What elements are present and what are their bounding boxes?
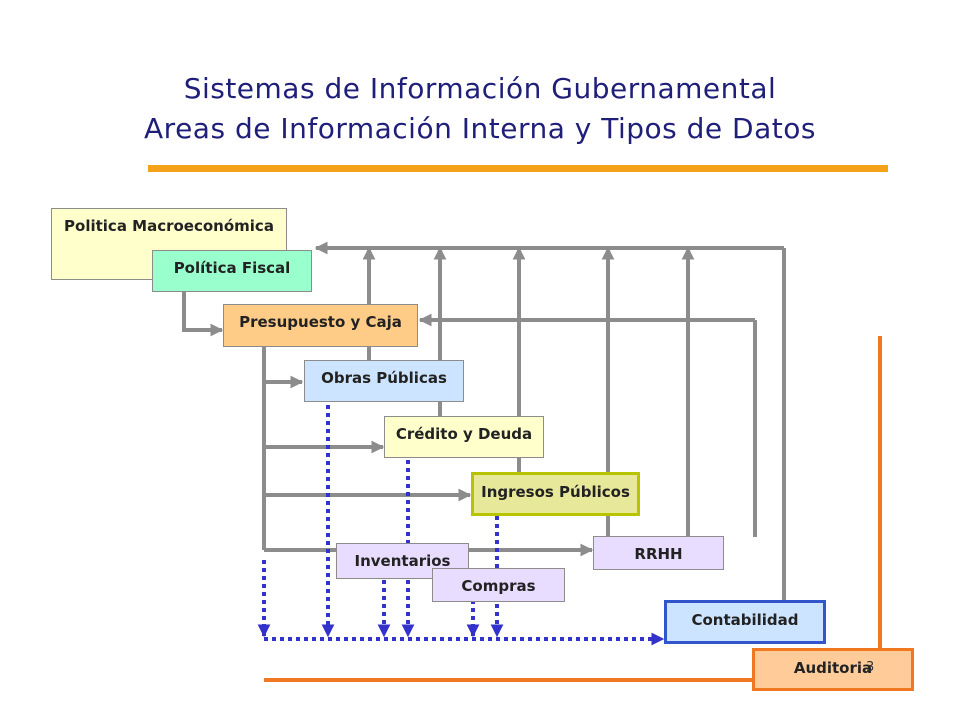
title-underline: [148, 165, 888, 172]
page-number: 3: [866, 660, 875, 675]
title-line-1: Sistemas de Información Gubernamental: [183, 72, 777, 105]
box-obras-publicas: Obras Públicas: [304, 360, 464, 402]
box-credito-y-deuda: Crédito y Deuda: [384, 416, 544, 458]
box-compras: Compras: [432, 568, 565, 602]
link-fiscal-to-presupuesto: [182, 290, 224, 337]
box-inventarios: Inventarios: [336, 543, 469, 579]
box-politica-fiscal: Política Fiscal: [152, 250, 312, 292]
box-contabilidad: Contabilidad: [664, 600, 826, 644]
box-ingresos-publicos: Ingresos Públicos: [471, 472, 640, 516]
box-presupuesto-y-caja: Presupuesto y Caja: [223, 304, 418, 347]
box-rrhh: RRHH: [593, 536, 724, 570]
box-auditoria: Auditoria: [752, 648, 914, 691]
title-line-2: Areas de Información Interna y Tipos de …: [144, 112, 816, 145]
